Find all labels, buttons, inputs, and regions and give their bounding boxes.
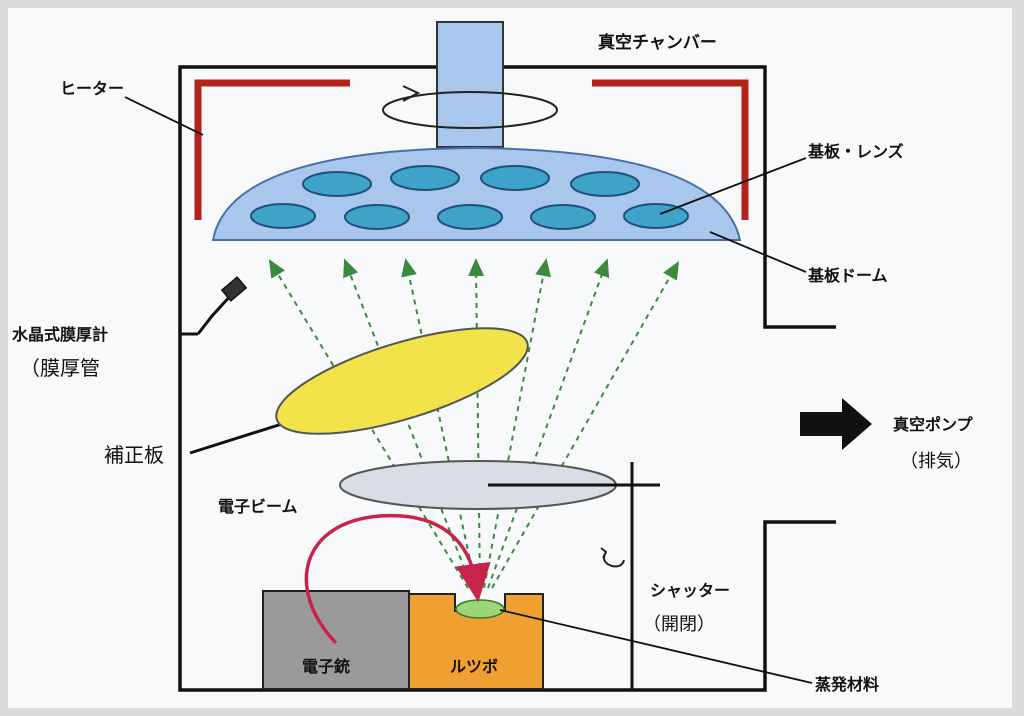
lens [437, 204, 503, 230]
rotation-arrow-icon [382, 85, 558, 129]
rotate-icon [600, 547, 625, 568]
label-open-close: （開閉） [643, 614, 715, 635]
electron-beam-path [304, 513, 491, 645]
label-heater: ヒーター [60, 79, 124, 98]
rotation-shaft [436, 21, 504, 148]
label-crystal-monitor: 水晶式膜厚計 [12, 325, 108, 344]
electron-gun [262, 590, 410, 690]
lens [530, 204, 596, 230]
evaporation-material [455, 599, 505, 619]
heater-left [194, 79, 350, 220]
lens [344, 204, 410, 230]
label-electron-beam: 電子ビーム [218, 497, 298, 516]
lens [390, 165, 460, 191]
leader-lines [124, 96, 813, 684]
label-correction-plate: 補正板 [104, 443, 164, 467]
lens [250, 203, 316, 229]
label-exhaust: （排気） [900, 451, 972, 472]
lens [302, 171, 372, 197]
label-vacuum-pump: 真空ポンプ [893, 415, 974, 434]
lens [480, 165, 550, 191]
label-crucible: ルツボ [450, 657, 498, 676]
crystal-monitor [180, 276, 248, 336]
heater-right [592, 79, 749, 220]
crucible [408, 593, 544, 690]
label-substrate-dome: 基板ドーム [807, 266, 888, 285]
correction-plate-rod [189, 421, 286, 455]
vapor-paths [268, 258, 679, 589]
label-substrate-lens: 基板・レンズ [807, 142, 904, 161]
label-electron-gun: 電子銃 [302, 657, 350, 676]
label-film-tube: （膜厚管 [20, 356, 100, 380]
correction-plate [275, 327, 529, 435]
right-arrow-icon [800, 398, 872, 450]
label-shutter: シャッター [650, 581, 730, 600]
label-evaporation-material: 蒸発材料 [815, 675, 879, 694]
lens [570, 171, 640, 197]
label-vacuum-chamber: 真空チャンバー [598, 32, 717, 53]
